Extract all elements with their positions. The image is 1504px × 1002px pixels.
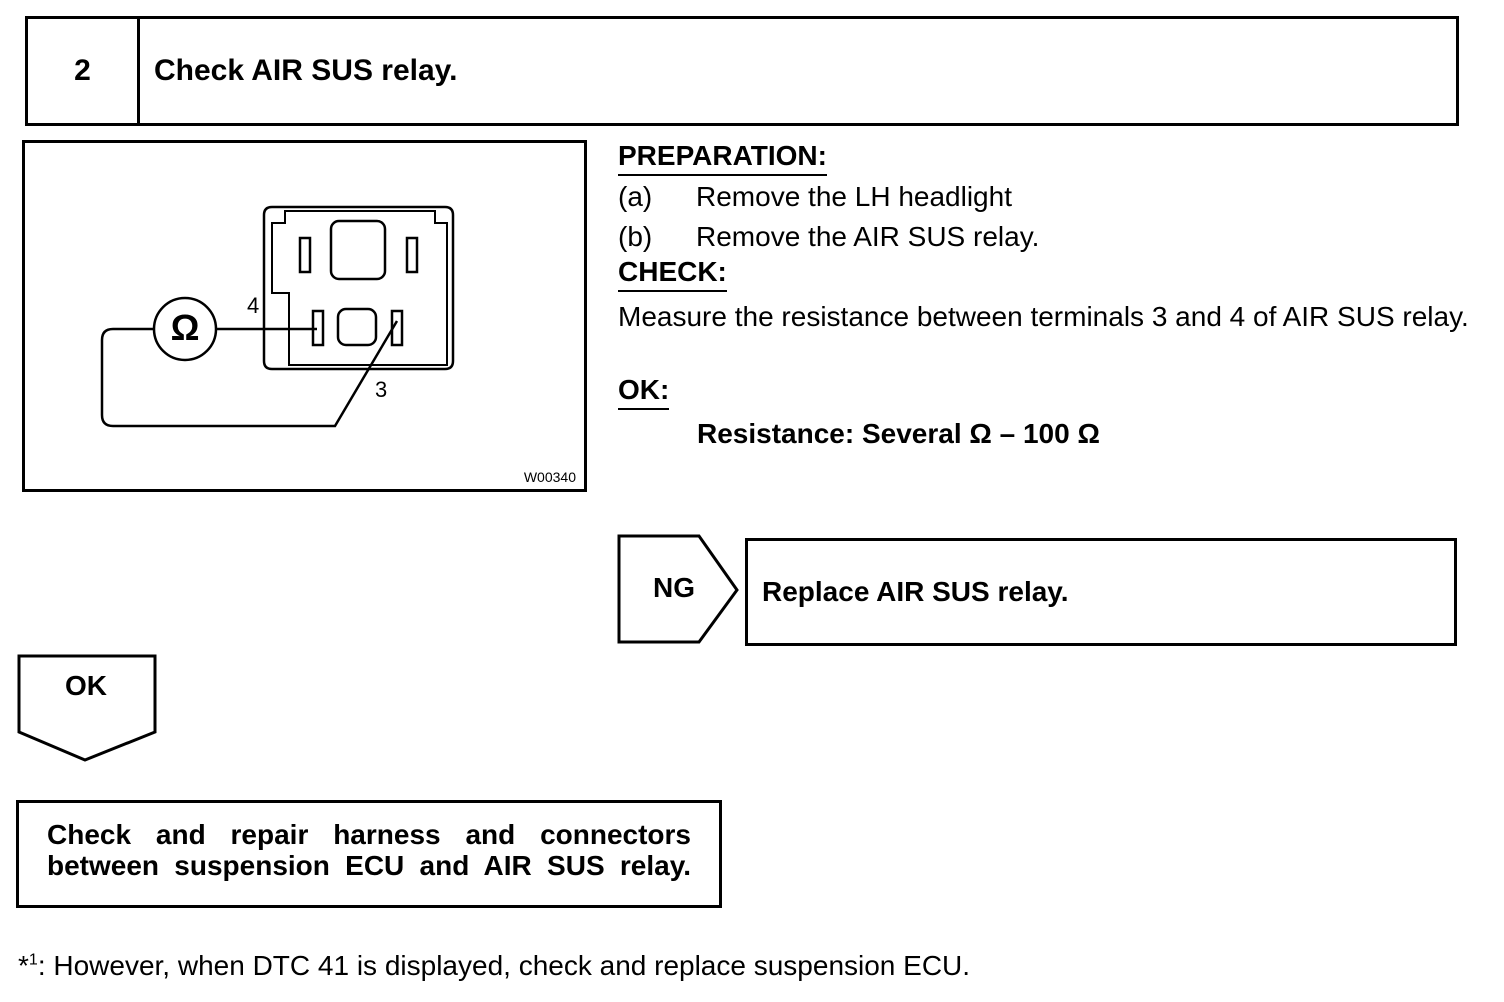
ok-arrow-shape [17, 654, 157, 762]
ng-label: NG [653, 572, 695, 603]
ng-arrow-shape [617, 534, 739, 644]
ng-action-box: Replace AIR SUS relay. [745, 538, 1457, 646]
figure-code: W00340 [523, 469, 576, 485]
relay-center-block [336, 307, 378, 347]
preparation-item-b: (b) Remove the AIR SUS relay. [618, 223, 1039, 251]
relay-inner-outline [271, 210, 448, 366]
item-text: Remove the LH headlight [696, 181, 1012, 212]
check-heading: CHECK: [618, 256, 727, 292]
check-instruction: Measure the resistance between terminals… [618, 301, 1469, 332]
relay-top-block [329, 219, 387, 281]
footnote-sup: 1 [28, 951, 38, 969]
preparation-item-a: (a) Remove the LH headlight [618, 183, 1012, 211]
ok-action-line-1: Check and repair harness and connectors [47, 819, 691, 850]
terminal-3-label: 3 [375, 377, 388, 402]
footnote: *1: However, when DTC 41 is displayed, c… [18, 950, 970, 982]
step-number: 2 [28, 19, 140, 123]
ok-action-line-2: between suspension ECU and AIR SUS relay… [47, 850, 691, 881]
relay-pin-top-right [405, 236, 419, 274]
relay-pin-top-left [298, 236, 312, 274]
terminal-4-label: 4 [247, 293, 260, 318]
step-header: 2 Check AIR SUS relay. [25, 16, 1459, 126]
preparation-heading: PREPARATION: [618, 140, 827, 176]
footnote-mark: * [18, 950, 29, 981]
footnote-text: : However, when DTC 41 is displayed, che… [37, 950, 971, 981]
ok-heading: OK: [618, 374, 670, 410]
item-text: Remove the AIR SUS relay. [696, 221, 1040, 252]
ok-label: OK [65, 670, 107, 701]
item-mark: (b) [618, 221, 653, 252]
relay-body-outline [262, 205, 455, 371]
relay-connector-drawing [100, 205, 455, 428]
step-title: Check AIR SUS relay. [154, 54, 458, 87]
ok-action-box: Check and repair harness and connectors … [16, 800, 722, 908]
ng-action-text: Replace AIR SUS relay. [762, 576, 1069, 607]
item-mark: (a) [618, 181, 653, 212]
lead-terminal-3 [100, 320, 399, 428]
resistance-spec: Resistance: Several Ω – 100 Ω [697, 418, 1100, 449]
relay-diagram: Ω 4 3 W00340 [22, 140, 587, 492]
ohmmeter-icon: Ω [170, 307, 200, 348]
